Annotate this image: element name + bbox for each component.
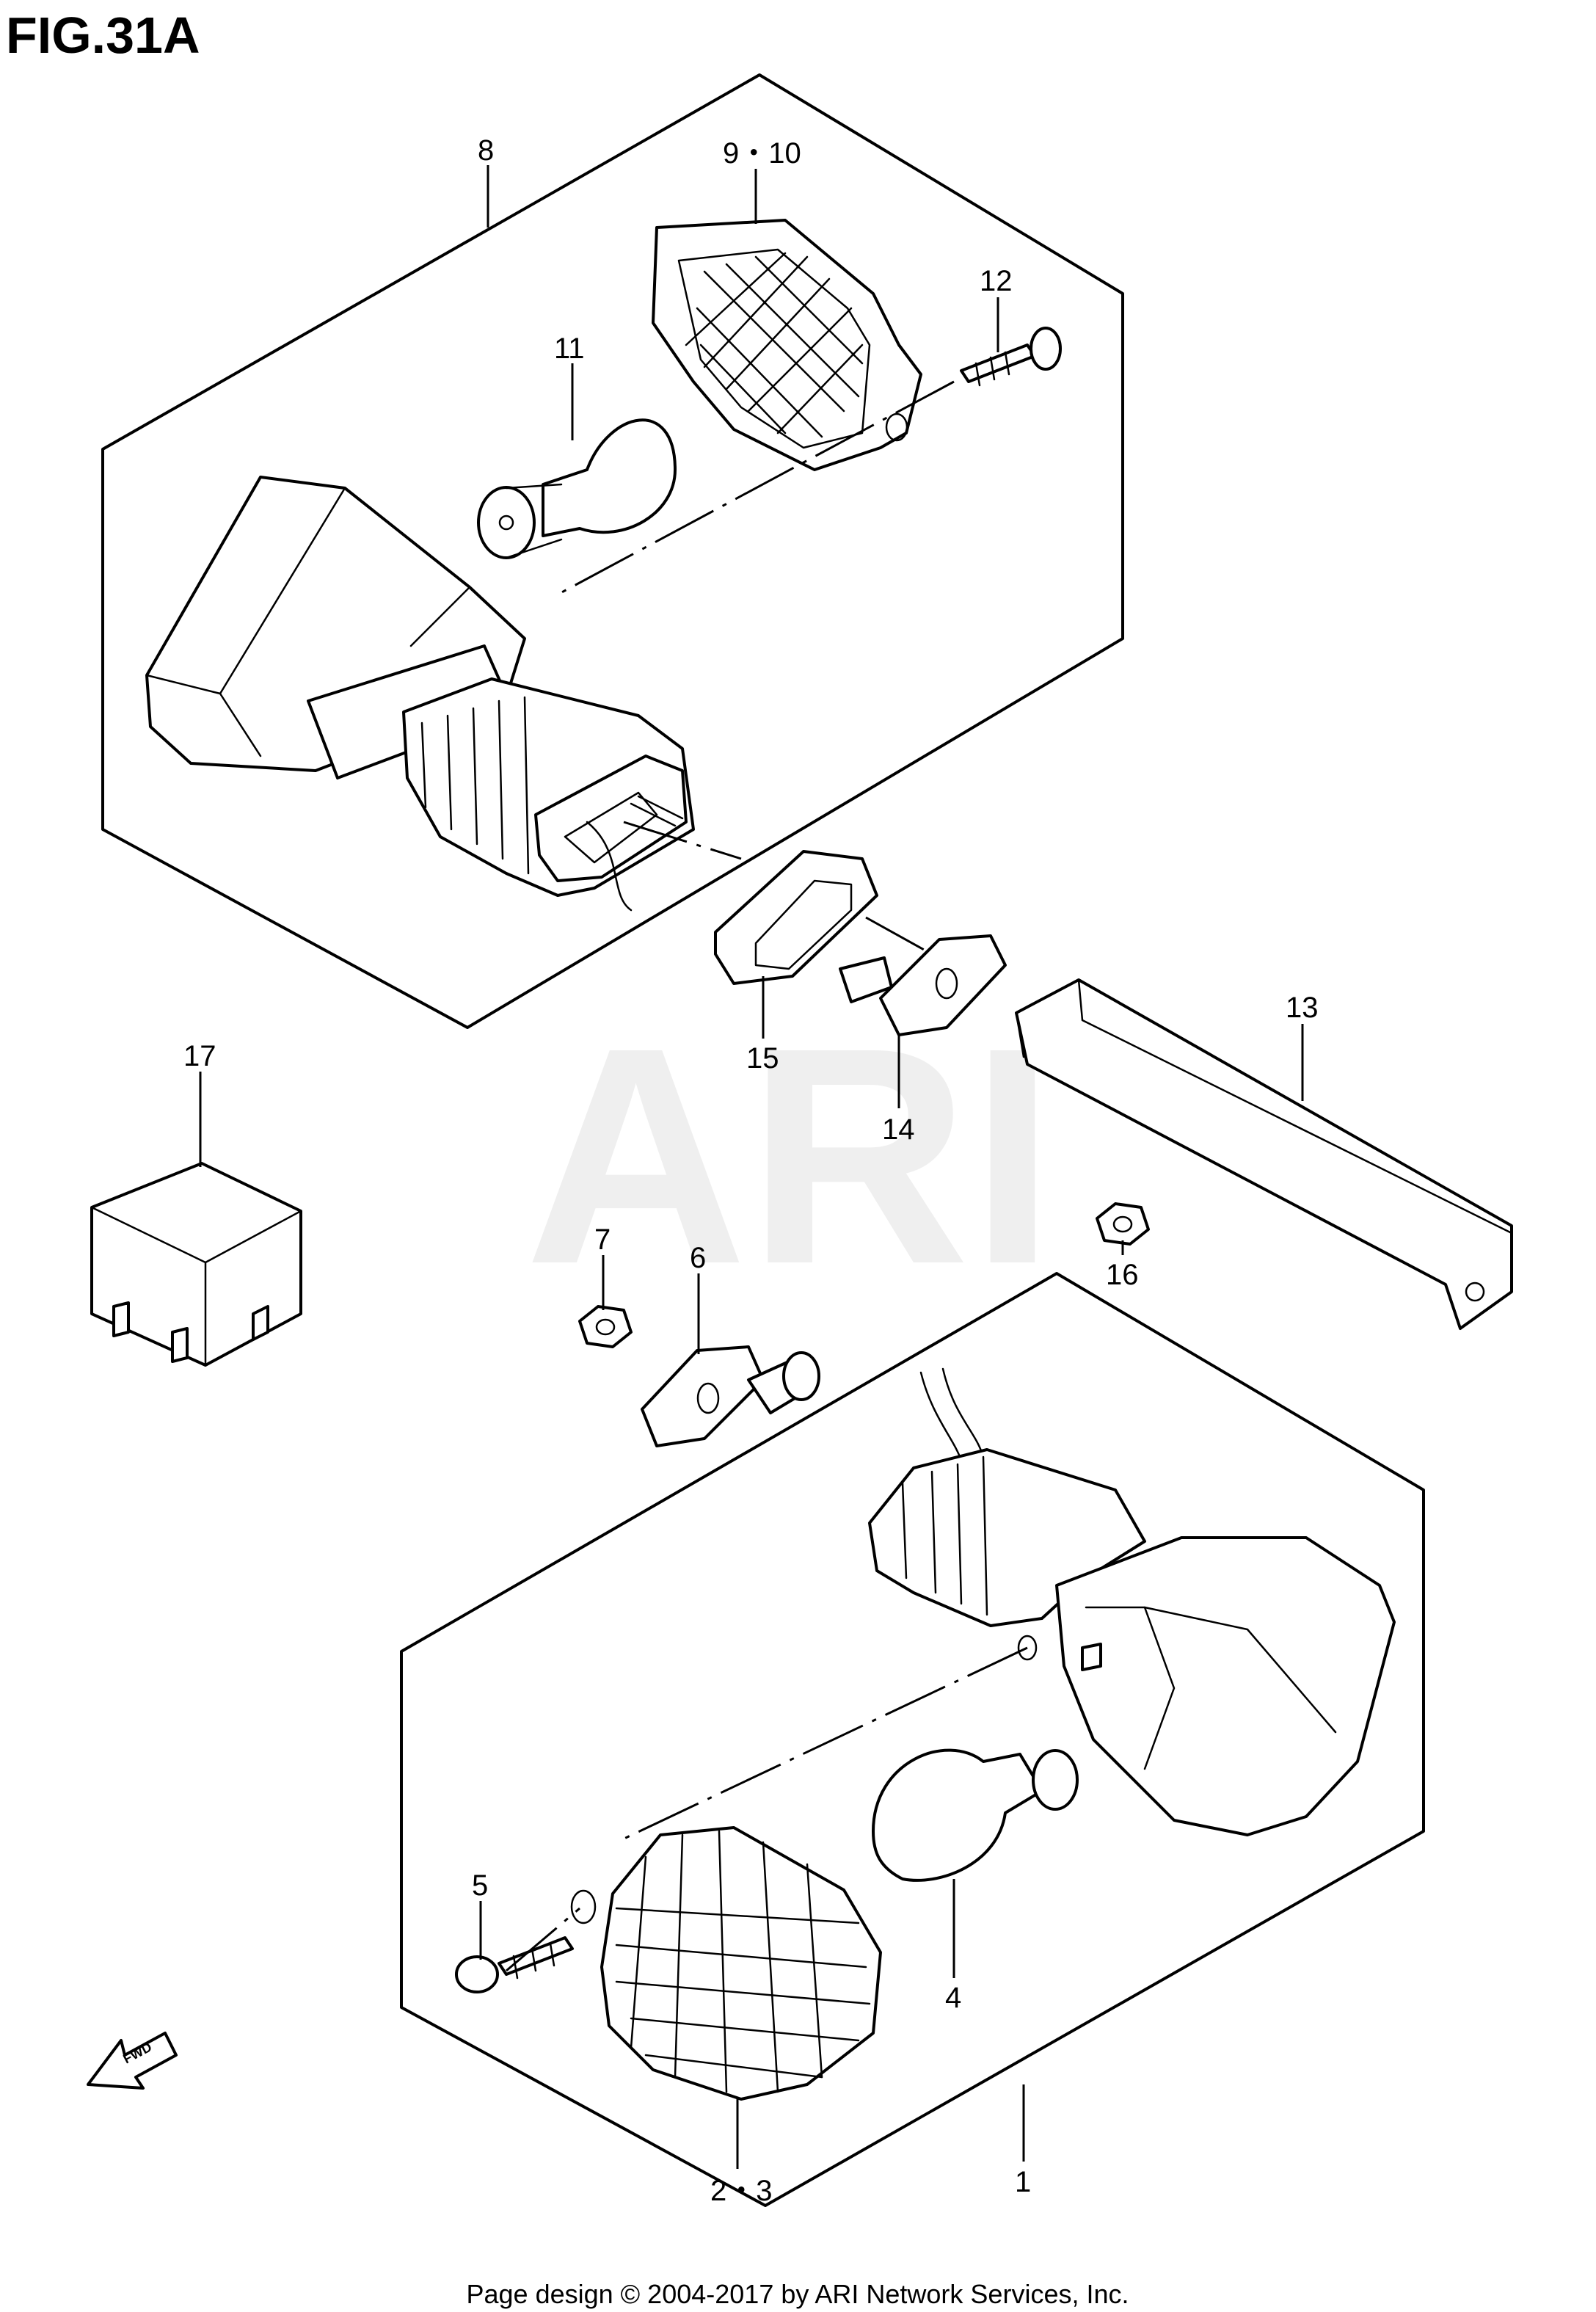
upper-screw-part xyxy=(960,327,1062,387)
callout-5: 5 xyxy=(472,1869,488,1902)
lower-lamp-housing xyxy=(868,1448,1396,1836)
lower-lens-part xyxy=(570,1826,882,2101)
callout-7: 7 xyxy=(594,1224,611,1256)
callout-2-3: 2・3 xyxy=(710,2175,773,2207)
callout-14: 14 xyxy=(882,1113,915,1146)
callout-16: 16 xyxy=(1106,1259,1139,1291)
callout-9-10: 9・10 xyxy=(723,137,801,170)
callout-4: 4 xyxy=(945,1982,961,2014)
bracket-13-part xyxy=(1015,978,1513,1330)
lower-screw-part xyxy=(455,1936,574,1993)
callout-11: 11 xyxy=(554,332,585,365)
ari-watermark: ARI xyxy=(525,984,1055,1328)
lower-turn-signal-assembly-group xyxy=(400,1272,1425,2207)
leader-lines xyxy=(199,165,1304,2169)
upper-assembly-outline xyxy=(101,73,1124,1029)
upper-lamp-housing xyxy=(145,476,695,912)
callout-12: 12 xyxy=(980,265,1013,297)
callout-17: 17 xyxy=(183,1040,216,1072)
upper-bulb-part xyxy=(477,418,677,559)
callout-8: 8 xyxy=(478,134,494,167)
upper-lens-part xyxy=(652,219,922,471)
callout-labels: 8 9・10 11 12 13 15 14 16 17 7 6 5 4 2・3 … xyxy=(183,134,1319,2207)
plate-6-part xyxy=(641,1345,820,1447)
callout-1: 1 xyxy=(1015,2166,1031,2198)
figure-title: FIG.31A xyxy=(6,7,200,64)
callout-6: 6 xyxy=(690,1242,706,1274)
relay-17-part xyxy=(90,1162,302,1367)
nut-16-part xyxy=(1096,1202,1150,1246)
callout-13: 13 xyxy=(1286,992,1319,1024)
copyright-footer: Page design © 2004-2017 by ARI Network S… xyxy=(466,2279,1129,2309)
grommet-15-part xyxy=(714,850,878,985)
callout-15: 15 xyxy=(746,1042,779,1075)
lower-bulb-part xyxy=(872,1748,1079,1882)
upper-turn-signal-assembly-group xyxy=(101,73,1124,1029)
lower-assembly-outline xyxy=(400,1272,1425,2207)
nut-7-part xyxy=(578,1305,633,1348)
fwd-arrow-icon: FWD xyxy=(87,2032,178,2090)
